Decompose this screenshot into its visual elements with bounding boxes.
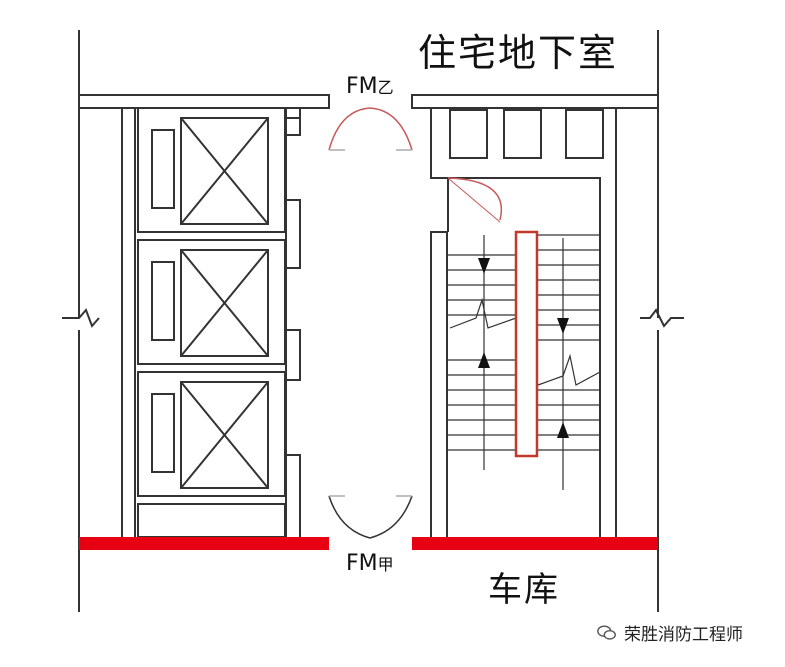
door-top-code: FM: [346, 74, 378, 99]
garage-label: 车库: [488, 570, 560, 610]
watermark: 荣胜消防工程师: [596, 620, 743, 645]
top-wall-right: [411, 94, 658, 109]
door-bottom-label: FM甲: [346, 551, 394, 576]
door-fm-jia: [328, 495, 413, 539]
wechat-icon: [597, 624, 616, 640]
elevator-cab-1: [180, 117, 269, 225]
door-top-label: FM乙: [346, 74, 394, 99]
elevator-cab-2: [180, 249, 269, 357]
fire-wall-left: [79, 537, 329, 550]
fire-wall-right: [412, 537, 658, 550]
elevator-base: [137, 503, 286, 538]
stair-enclosure: [447, 177, 601, 540]
elevator-car-1: [137, 107, 286, 233]
door-top-grade: 乙: [377, 78, 394, 97]
right-break-symbol: [640, 308, 684, 328]
elevator-car-3: [137, 371, 286, 497]
top-wall-left: [79, 94, 330, 109]
elevator-cab-3: [180, 381, 269, 489]
residential-basement-label: 住宅地下室: [418, 31, 619, 75]
direction-arrows: [478, 258, 569, 438]
door-fm-yi: [328, 107, 413, 151]
elevator-car-2: [137, 239, 286, 365]
stair-treads: [448, 234, 600, 451]
stair-door-arc: [447, 177, 503, 221]
door-bottom-grade: 甲: [377, 555, 394, 574]
door-bottom-code: FM: [346, 551, 378, 576]
watermark-text: 荣胜消防工程师: [624, 625, 743, 645]
stair-handrail: [514, 230, 539, 458]
left-break-symbol: [62, 308, 100, 328]
